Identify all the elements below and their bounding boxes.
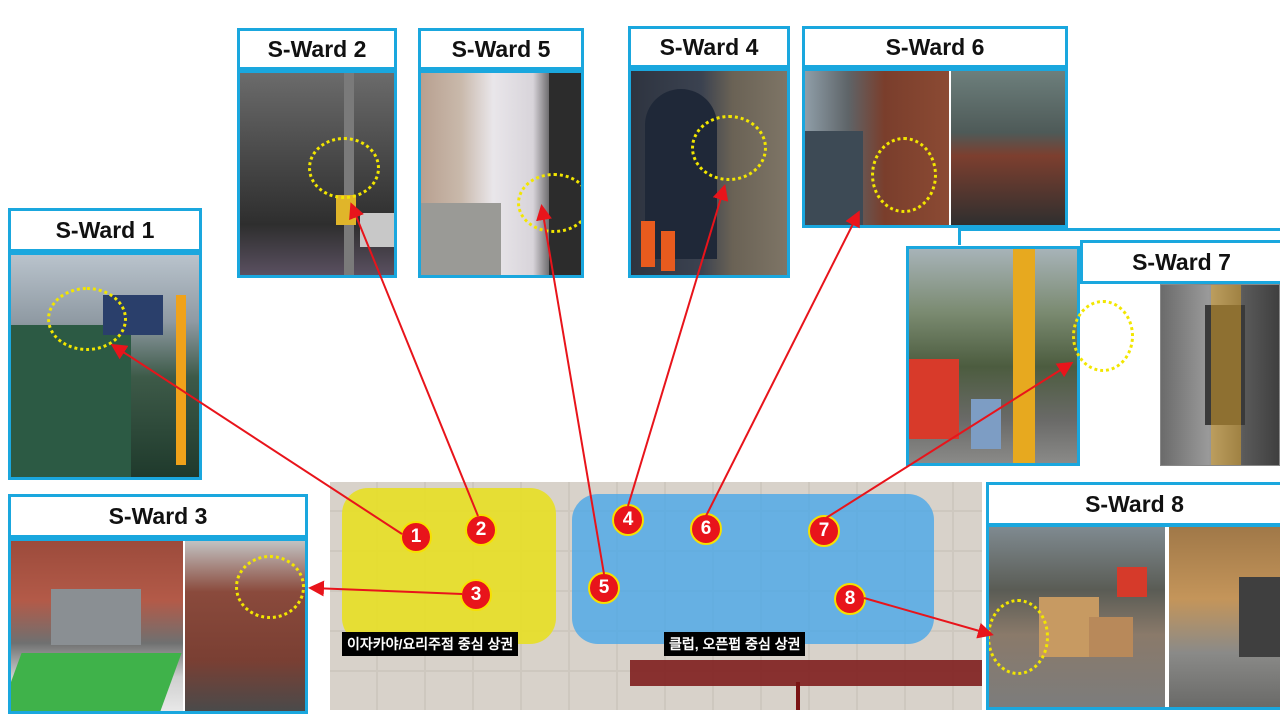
marker-2[interactable]: 2 bbox=[465, 514, 497, 546]
izakaya-zone-label: 이자카야/요리주점 중심 상권 bbox=[342, 632, 519, 656]
district-map: 이자카야/요리주점 중심 상권 클럽, 오픈펍 중심 상권 bbox=[330, 482, 982, 710]
chair-shape bbox=[1117, 567, 1147, 597]
highlight-circle bbox=[517, 173, 581, 233]
green-canopy-shape bbox=[11, 653, 182, 711]
s-ward-4-photo bbox=[631, 71, 787, 275]
s-ward-4-photo-frame bbox=[628, 68, 790, 278]
s-ward-1-photo bbox=[11, 255, 199, 477]
car-shape bbox=[805, 131, 863, 225]
s-ward-4-label: S-Ward 4 bbox=[628, 26, 790, 68]
club-zone-label: 클럽, 오픈펍 중심 상권 bbox=[664, 632, 806, 656]
bag-shape bbox=[971, 399, 1001, 449]
s-ward-5-photo-frame bbox=[418, 70, 584, 278]
marker-1[interactable]: 1 bbox=[400, 521, 432, 553]
marker-6[interactable]: 6 bbox=[690, 513, 722, 545]
marker-3[interactable]: 3 bbox=[460, 579, 492, 611]
device-shape bbox=[51, 589, 141, 645]
highlight-circle bbox=[989, 599, 1049, 675]
s-ward-1-photo-frame bbox=[8, 252, 202, 480]
s-ward-2-photo bbox=[240, 73, 394, 275]
s-ward-7-label: S-Ward 7 bbox=[1080, 240, 1280, 284]
pole-shape bbox=[1013, 249, 1035, 463]
marker-4[interactable]: 4 bbox=[612, 504, 644, 536]
s-ward-2-photo-frame bbox=[237, 70, 397, 278]
s-ward-7-photo-b bbox=[1160, 284, 1280, 466]
marker-5[interactable]: 5 bbox=[588, 572, 620, 604]
box-shape bbox=[336, 195, 356, 225]
s-ward-3-photo-b bbox=[185, 541, 305, 711]
device-shape bbox=[1239, 577, 1280, 657]
highlight-circle bbox=[691, 115, 767, 181]
marker-7[interactable]: 7 bbox=[808, 515, 840, 547]
s-ward-3-label: S-Ward 3 bbox=[8, 494, 308, 538]
subway-line bbox=[630, 660, 982, 686]
street-shape bbox=[421, 203, 501, 275]
s-ward-8-label: S-Ward 8 bbox=[986, 482, 1280, 526]
s-ward-2-label: S-Ward 2 bbox=[237, 28, 397, 70]
highlight-circle bbox=[47, 287, 127, 351]
s-ward-3-photo-frame bbox=[8, 538, 308, 714]
cone-shape bbox=[661, 231, 675, 271]
highlight-circle bbox=[871, 137, 937, 213]
s-ward-3-photo-a bbox=[11, 541, 183, 711]
boxes-shape bbox=[1089, 617, 1133, 657]
car-shape bbox=[360, 213, 394, 247]
s-ward-7-photo-a bbox=[909, 249, 1077, 463]
s-ward-7-highlight-circle bbox=[1072, 300, 1134, 372]
s-ward-6-photo-b bbox=[951, 71, 1065, 225]
pole-shape bbox=[176, 295, 186, 465]
marker-8[interactable]: 8 bbox=[834, 583, 866, 615]
s-ward-5-photo bbox=[421, 73, 581, 275]
subway-branch bbox=[796, 682, 800, 710]
s-ward-6-photo-a bbox=[805, 71, 949, 225]
highlight-circle bbox=[308, 137, 380, 199]
s-ward-8-photo-a bbox=[989, 527, 1165, 707]
pole-shape bbox=[1211, 285, 1241, 465]
s-ward-7-photo-frame bbox=[906, 246, 1080, 466]
s-ward-1-label: S-Ward 1 bbox=[8, 208, 202, 252]
highlight-circle bbox=[235, 555, 305, 619]
s-ward-6-label: S-Ward 6 bbox=[802, 26, 1068, 68]
izakaya-zone bbox=[342, 488, 556, 644]
chair-shape bbox=[909, 359, 959, 439]
s-ward-8-photo-frame bbox=[986, 524, 1280, 710]
s-ward-5-label: S-Ward 5 bbox=[418, 28, 584, 70]
s-ward-8-photo-b bbox=[1169, 527, 1280, 707]
cone-shape bbox=[641, 221, 655, 267]
s-ward-6-photo-frame bbox=[802, 68, 1068, 228]
